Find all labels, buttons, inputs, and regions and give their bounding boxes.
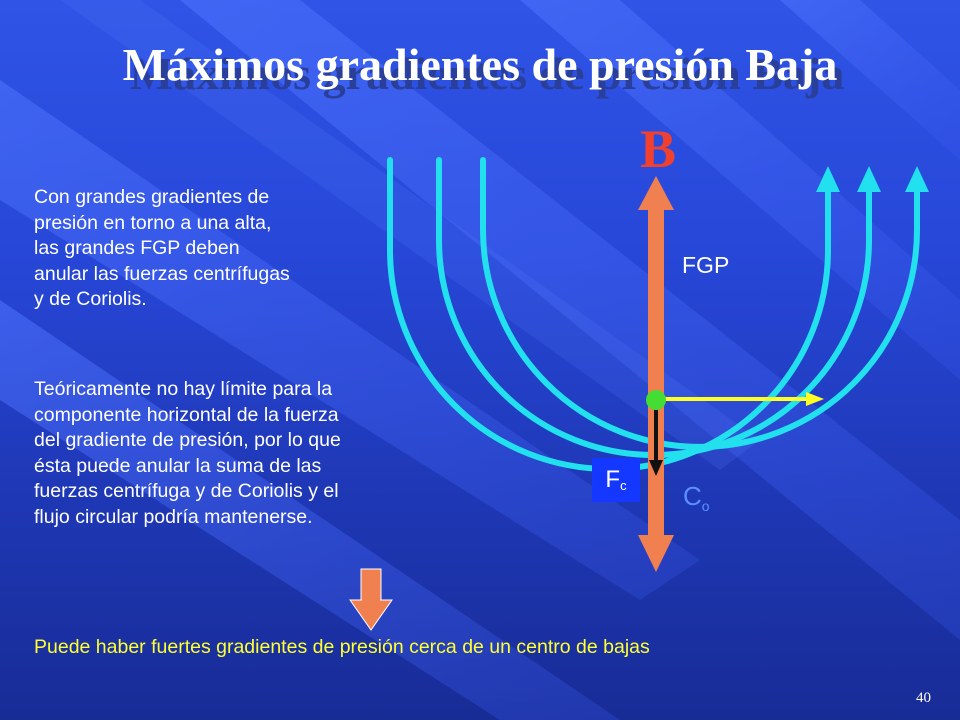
velocity-arrow-head <box>806 392 824 406</box>
paragraph-2-line: componente horizontal de la fuerza <box>34 403 339 426</box>
paragraph-1-line: las grandes FGP deben <box>34 237 240 259</box>
pgf-arrow-head-down <box>638 535 674 572</box>
bg-stripe <box>0 300 620 720</box>
air-parcel <box>646 390 666 410</box>
centrifugal-label: F <box>605 466 621 493</box>
centrifugal-label-sub: c <box>620 477 627 493</box>
bg-stripe <box>780 0 960 160</box>
paragraph-1: Con grandes gradientes de presión en tor… <box>34 185 394 313</box>
title-shadow: Máximos gradientes de presión Baja <box>129 48 845 99</box>
paragraph-2-line: ésta puede anular la suma de las <box>34 454 322 477</box>
isobar-arrowhead <box>816 166 840 192</box>
down-arrow-head <box>349 599 393 631</box>
paragraph-1-line: Con grandes gradientes de <box>34 186 270 208</box>
pgf-label: FGP <box>682 252 730 278</box>
coriolis-label-sub: o <box>701 498 710 515</box>
bg-stripe <box>520 0 960 380</box>
bg-stripe <box>60 0 760 470</box>
coriolis-label: Co <box>683 481 710 514</box>
down-arrow-joint <box>362 598 380 602</box>
paragraph-1-line: y de Coriolis. <box>34 288 147 310</box>
slide-title: Máximos gradientes de presión Baja <box>122 39 838 90</box>
paragraph-2-line: fuerzas centrífuga y de Coriolis y el <box>34 480 339 502</box>
bottom-caption: Puede haber fuertes gradientes de presió… <box>34 636 650 658</box>
paragraph-2-line: del gradiente de presión, por lo que <box>34 429 341 451</box>
low-center-label: B <box>640 119 677 179</box>
bg-stripe <box>0 80 700 600</box>
isobar-arrowhead <box>857 166 881 192</box>
paragraph-1-line: anular las fuerzas centrífugas <box>34 262 290 285</box>
pgf-arrow-shaft <box>648 205 664 540</box>
centrifugal-arrow-head <box>649 460 663 476</box>
paragraph-2: Teóricamente no hay límite para la compo… <box>34 377 464 530</box>
paragraph-2-line: Teóricamente no hay límite para la <box>34 378 333 400</box>
down-arrow-shaft <box>360 568 382 602</box>
pgf-arrow-head-up <box>638 176 674 210</box>
bg-stripe <box>180 0 960 640</box>
paragraph-2-line: flujo circular podría mantenerse. <box>34 505 313 528</box>
slide-number: 40 <box>916 690 931 706</box>
isobar-arrowhead <box>905 166 929 192</box>
isobar-inner <box>480 157 920 450</box>
paragraph-1-line: presión en torno a una alta, <box>34 211 272 234</box>
coriolis-label-main: C <box>683 481 702 511</box>
